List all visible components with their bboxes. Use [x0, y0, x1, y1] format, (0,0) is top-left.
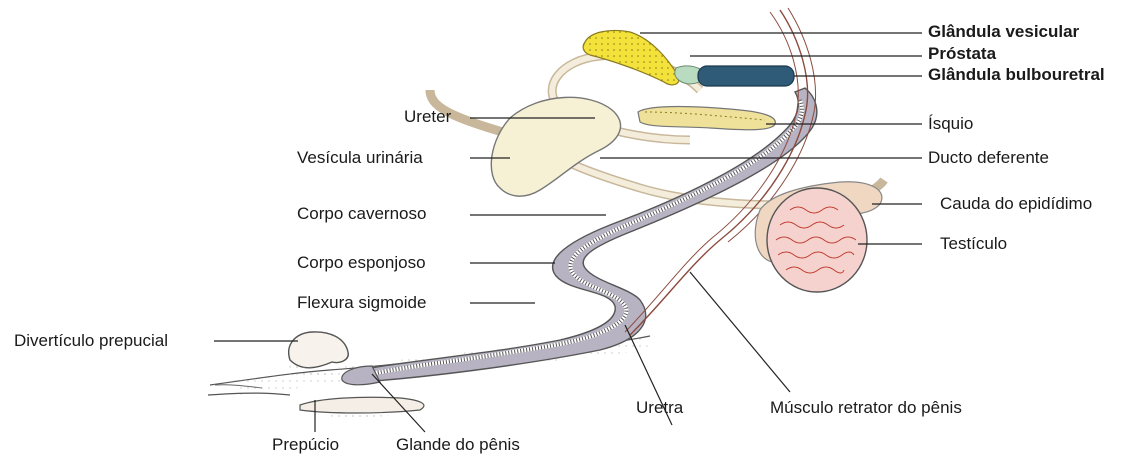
label-cauda-epididimo: Cauda do epidídimo: [940, 194, 1092, 214]
glandula-bulbouretral-shape: [698, 66, 794, 86]
label-glandula-vesicular: Glândula vesicular: [928, 22, 1079, 42]
label-corpo-esponjoso: Corpo esponjoso: [297, 253, 426, 273]
label-prepucio: Prepúcio: [272, 435, 339, 455]
label-musculo-retrator: Músculo retrator do pênis: [770, 398, 962, 418]
label-testiculo: Testículo: [940, 234, 1007, 254]
testiculo-shape: [767, 188, 867, 292]
isquio-shape: [638, 107, 775, 130]
label-isquio: Ísquio: [928, 114, 973, 134]
label-prostata: Próstata: [928, 44, 996, 64]
diverticulo-prepucial-shape: [289, 332, 349, 368]
label-diverticulo-prepucial: Divertículo prepucial: [14, 331, 168, 351]
label-ureter: Ureter: [404, 107, 451, 127]
label-glande: Glande do pênis: [396, 435, 520, 455]
label-uretra: Uretra: [636, 398, 683, 418]
label-ducto-deferente: Ducto deferente: [928, 148, 1049, 168]
label-vesicula-urinaria: Vesícula urinária: [297, 148, 423, 168]
label-corpo-cavernoso: Corpo cavernoso: [297, 204, 426, 224]
label-glandula-bulbouretral: Glândula bulbouretral: [928, 65, 1105, 85]
label-flexura-sigmoide: Flexura sigmoide: [297, 293, 426, 313]
vesicula-urinaria-shape: [491, 97, 620, 196]
